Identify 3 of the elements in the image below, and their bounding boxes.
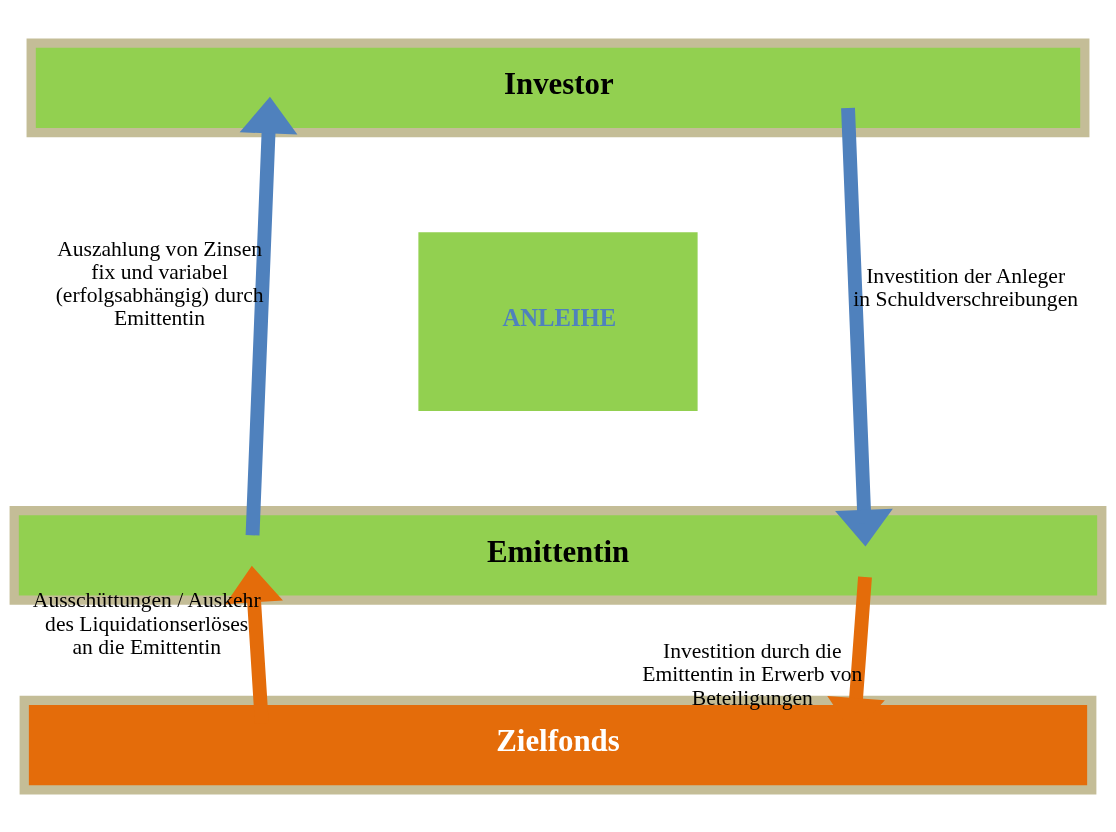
arrow bbox=[835, 107, 893, 546]
arrow bbox=[239, 96, 298, 536]
node-box: ANLEIHE bbox=[418, 231, 698, 411]
